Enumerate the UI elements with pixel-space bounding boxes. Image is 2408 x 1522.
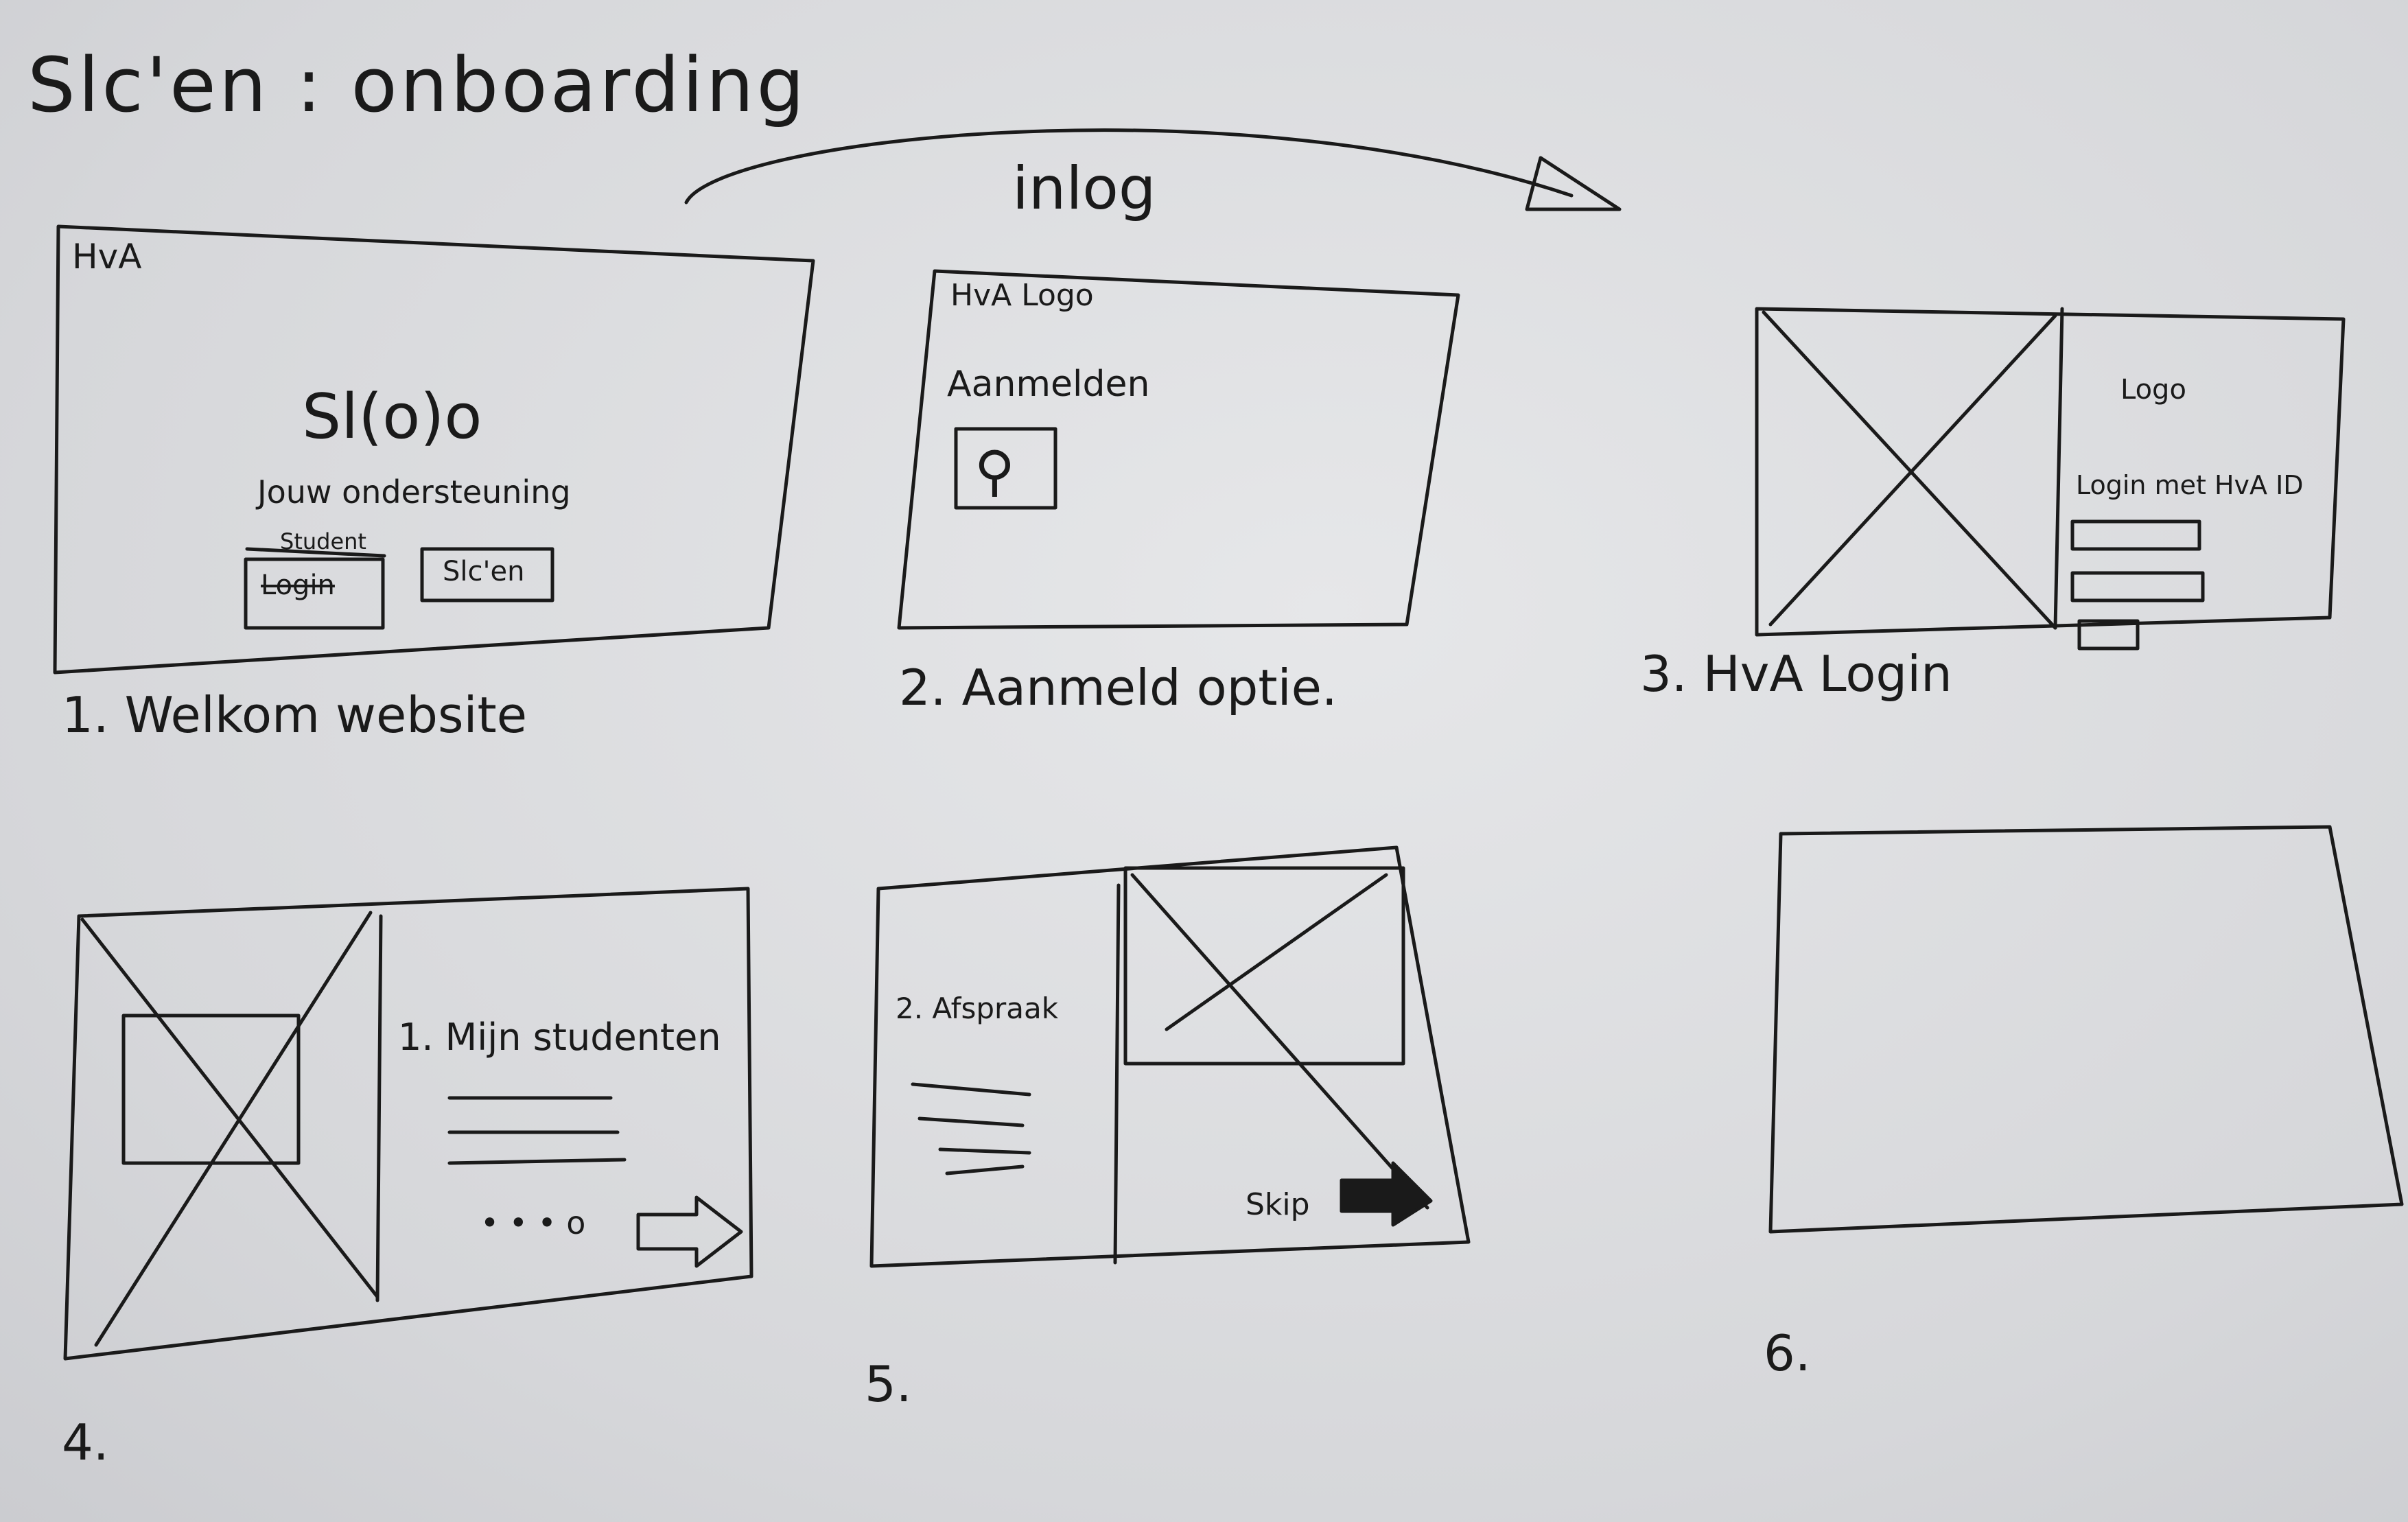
flow-arrow — [684, 128, 1574, 204]
frame-5-border — [869, 845, 1471, 1268]
frame-5-text-line-4 — [945, 1164, 1025, 1175]
frame-5-image-box — [1123, 866, 1405, 1066]
frame-2-caption: 2. Aanmeld optie. — [899, 659, 1337, 716]
frame-3-logo: Logo — [2120, 374, 2186, 406]
sheet-title: Slc'en : onboarding — [27, 41, 808, 129]
frame-4-caption: 4. — [62, 1414, 109, 1471]
frame-5-divider — [1113, 883, 1121, 1265]
frame-2-action: Aanmelden — [947, 364, 1150, 405]
frame-1-login-button — [244, 557, 385, 630]
frame-4-pager: • • • o — [480, 1204, 586, 1241]
frame-3-caption: 3. HvA Login — [1640, 645, 1952, 703]
frame-4-text-line-3 — [447, 1158, 627, 1165]
frame-4-border — [63, 887, 753, 1361]
frame-6-caption: 6. — [1764, 1324, 1811, 1382]
frame-1-strikethrough — [245, 547, 386, 558]
frame-5-text-line-1 — [911, 1082, 1031, 1097]
frame-1-slcen-button — [420, 547, 554, 602]
frame-5-cross-a — [1130, 873, 1429, 1210]
frame-1-header: HvA — [72, 237, 142, 277]
frame-4-cross-b — [94, 911, 373, 1347]
frame-5-text-line-3 — [938, 1147, 1031, 1155]
frame-4-next-arrow — [636, 1195, 743, 1268]
frame-3-cross-a — [1762, 310, 2057, 630]
frame-4-image-box — [121, 1014, 301, 1165]
frame-2-mark-box — [954, 427, 1057, 510]
frame-3-input-1 — [2070, 519, 2201, 551]
frame-4-cross-a — [80, 917, 379, 1299]
frame-2-header: HvA Logo — [950, 278, 1094, 313]
frame-4-divider — [375, 914, 383, 1302]
frame-2-border — [897, 269, 1460, 630]
frame-5-skip-arrow — [1340, 1161, 1433, 1227]
hva-mark-icon: ⚲ — [974, 439, 1015, 503]
frame-1-caption: 1. Welkom website — [62, 686, 527, 744]
frame-1-login-label: Login — [261, 570, 335, 601]
frame-3-divider — [2053, 307, 2064, 630]
frame-1-logo: Sl(o)o — [302, 381, 482, 453]
frame-3-border — [1755, 307, 2346, 637]
frame-3-login-label: Login met HvA ID — [2076, 470, 2304, 500]
frame-3-cross-b — [1768, 314, 2057, 627]
frame-5-caption: 5. — [865, 1355, 912, 1413]
frame-5-skip-label: Skip — [1246, 1187, 1310, 1222]
frame-1-crossed-word: Student — [280, 528, 366, 554]
frame-1-tagline: Jouw ondersteuning — [257, 473, 571, 511]
frame-4-heading: 1. Mijn studenten — [398, 1016, 721, 1059]
frame-3-sign-button — [2077, 619, 2140, 651]
flow-arrowhead — [1525, 156, 1622, 211]
frame-5-cross-b — [1165, 873, 1388, 1031]
flow-label: inlog — [1012, 154, 1156, 223]
frame-6-border — [1768, 825, 2404, 1234]
frame-1-slcen-label: Slc'en — [443, 556, 525, 587]
frame-5-text-line-2 — [917, 1116, 1025, 1127]
frame-5-heading: 2. Afspraak — [896, 992, 1059, 1025]
frame-3-input-2 — [2070, 571, 2205, 602]
frame-1-border — [53, 224, 815, 675]
